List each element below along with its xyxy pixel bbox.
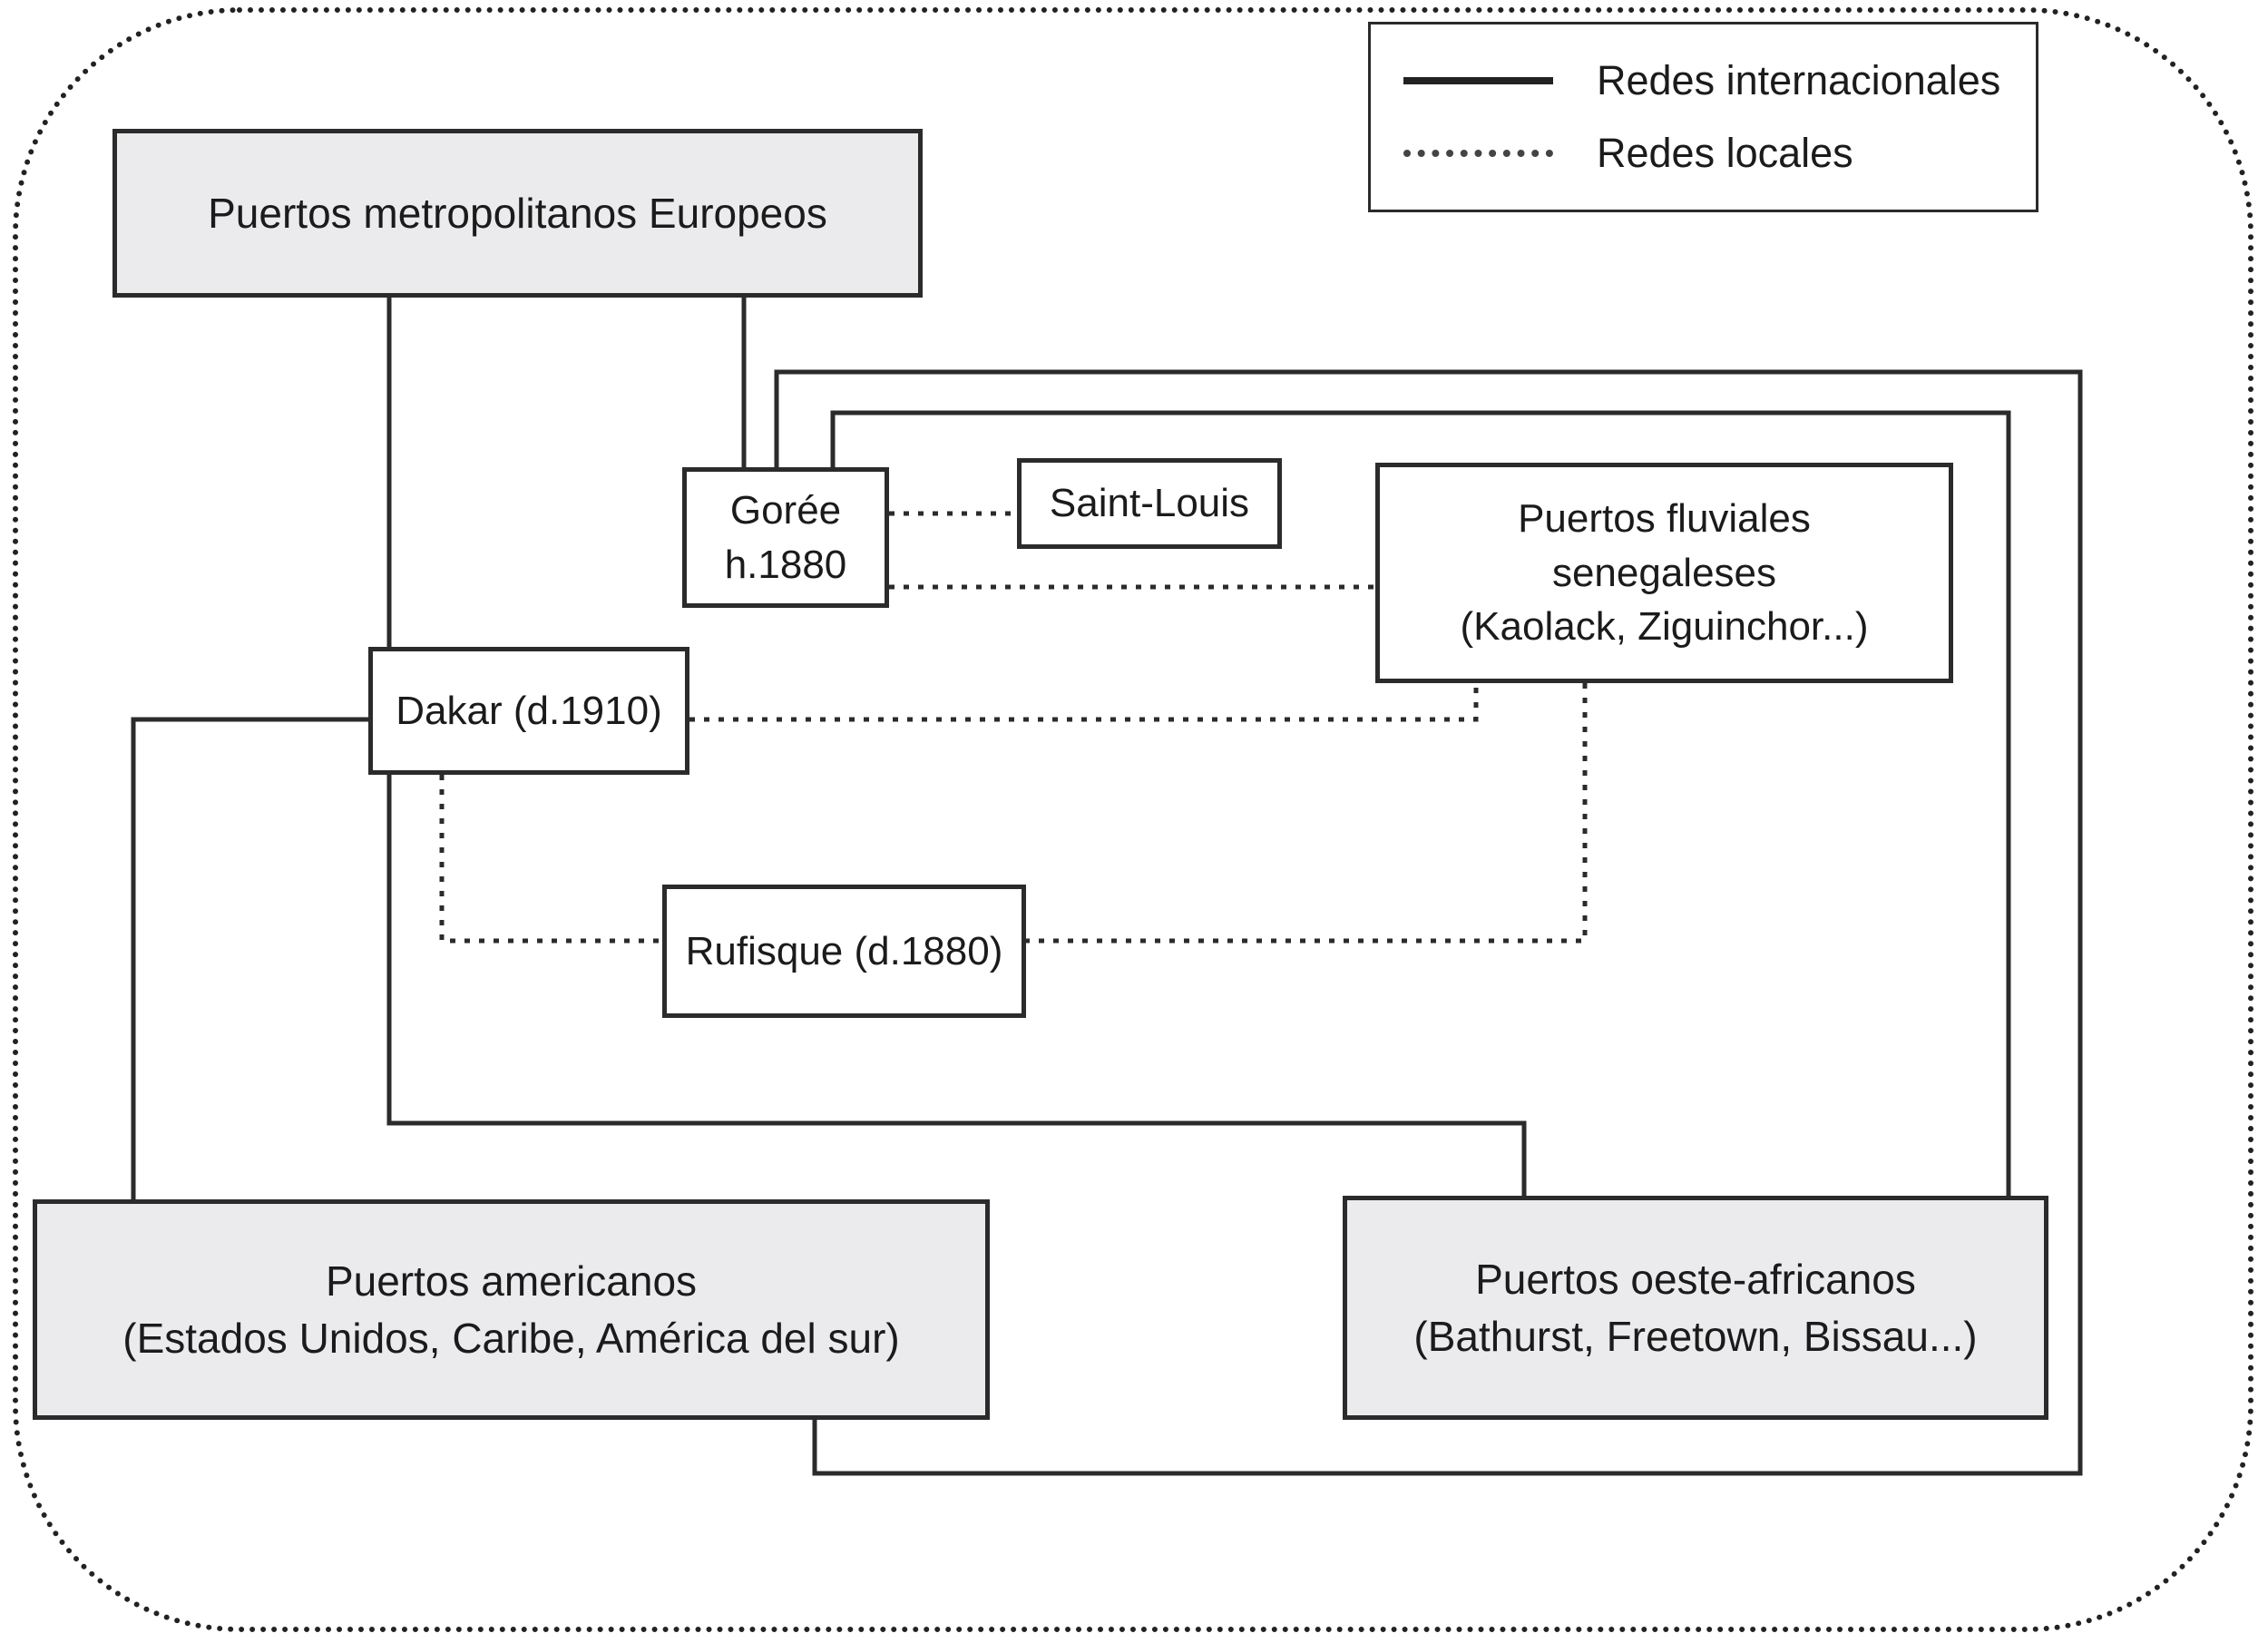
outer-dotted-border (13, 7, 2253, 1632)
legend-label-local: Redes locales (1597, 130, 1853, 176)
local-edges (439, 511, 1588, 944)
edge-dakar-fluviales (689, 683, 1479, 722)
legend: Redes internacionales Redes locales (1368, 22, 2038, 212)
solid-line-sample (1403, 77, 1553, 84)
edge-dakar-oeste-africanos (386, 775, 1527, 1196)
node-saint-louis: Saint-Louis (1017, 458, 1282, 549)
international-edges (131, 298, 2083, 1476)
node-puertos-americanos: Puertos americanos (Estados Unidos, Cari… (33, 1199, 990, 1420)
edge-goree-oeste-africanos (830, 410, 2011, 1196)
edge-fluviales-rufisque (1026, 683, 1588, 944)
legend-item-local: Redes locales (1403, 130, 2036, 177)
node-rufisque: Rufisque (d.1880) (662, 885, 1026, 1018)
edge-dakar-americanos (131, 717, 368, 1199)
node-puertos-oeste-africanos: Puertos oeste-africanos (Bathurst, Freet… (1343, 1196, 2048, 1420)
node-puertos-fluviales-senegaleses: Puertos fluviales senegaleses (Kaolack, … (1375, 463, 1953, 683)
edge-goree-americanos (774, 369, 2083, 1476)
node-goree: Gorée h.1880 (682, 467, 889, 608)
node-dakar: Dakar (d.1910) (368, 647, 689, 775)
node-puertos-metropolitanos-europeos: Puertos metropolitanos Europeos (112, 129, 923, 298)
legend-label-international: Redes internacionales (1597, 57, 2001, 103)
legend-item-international: Redes internacionales (1403, 57, 2036, 104)
edge-dakar-rufisque (439, 775, 662, 944)
dotted-line-sample (1403, 150, 1553, 157)
